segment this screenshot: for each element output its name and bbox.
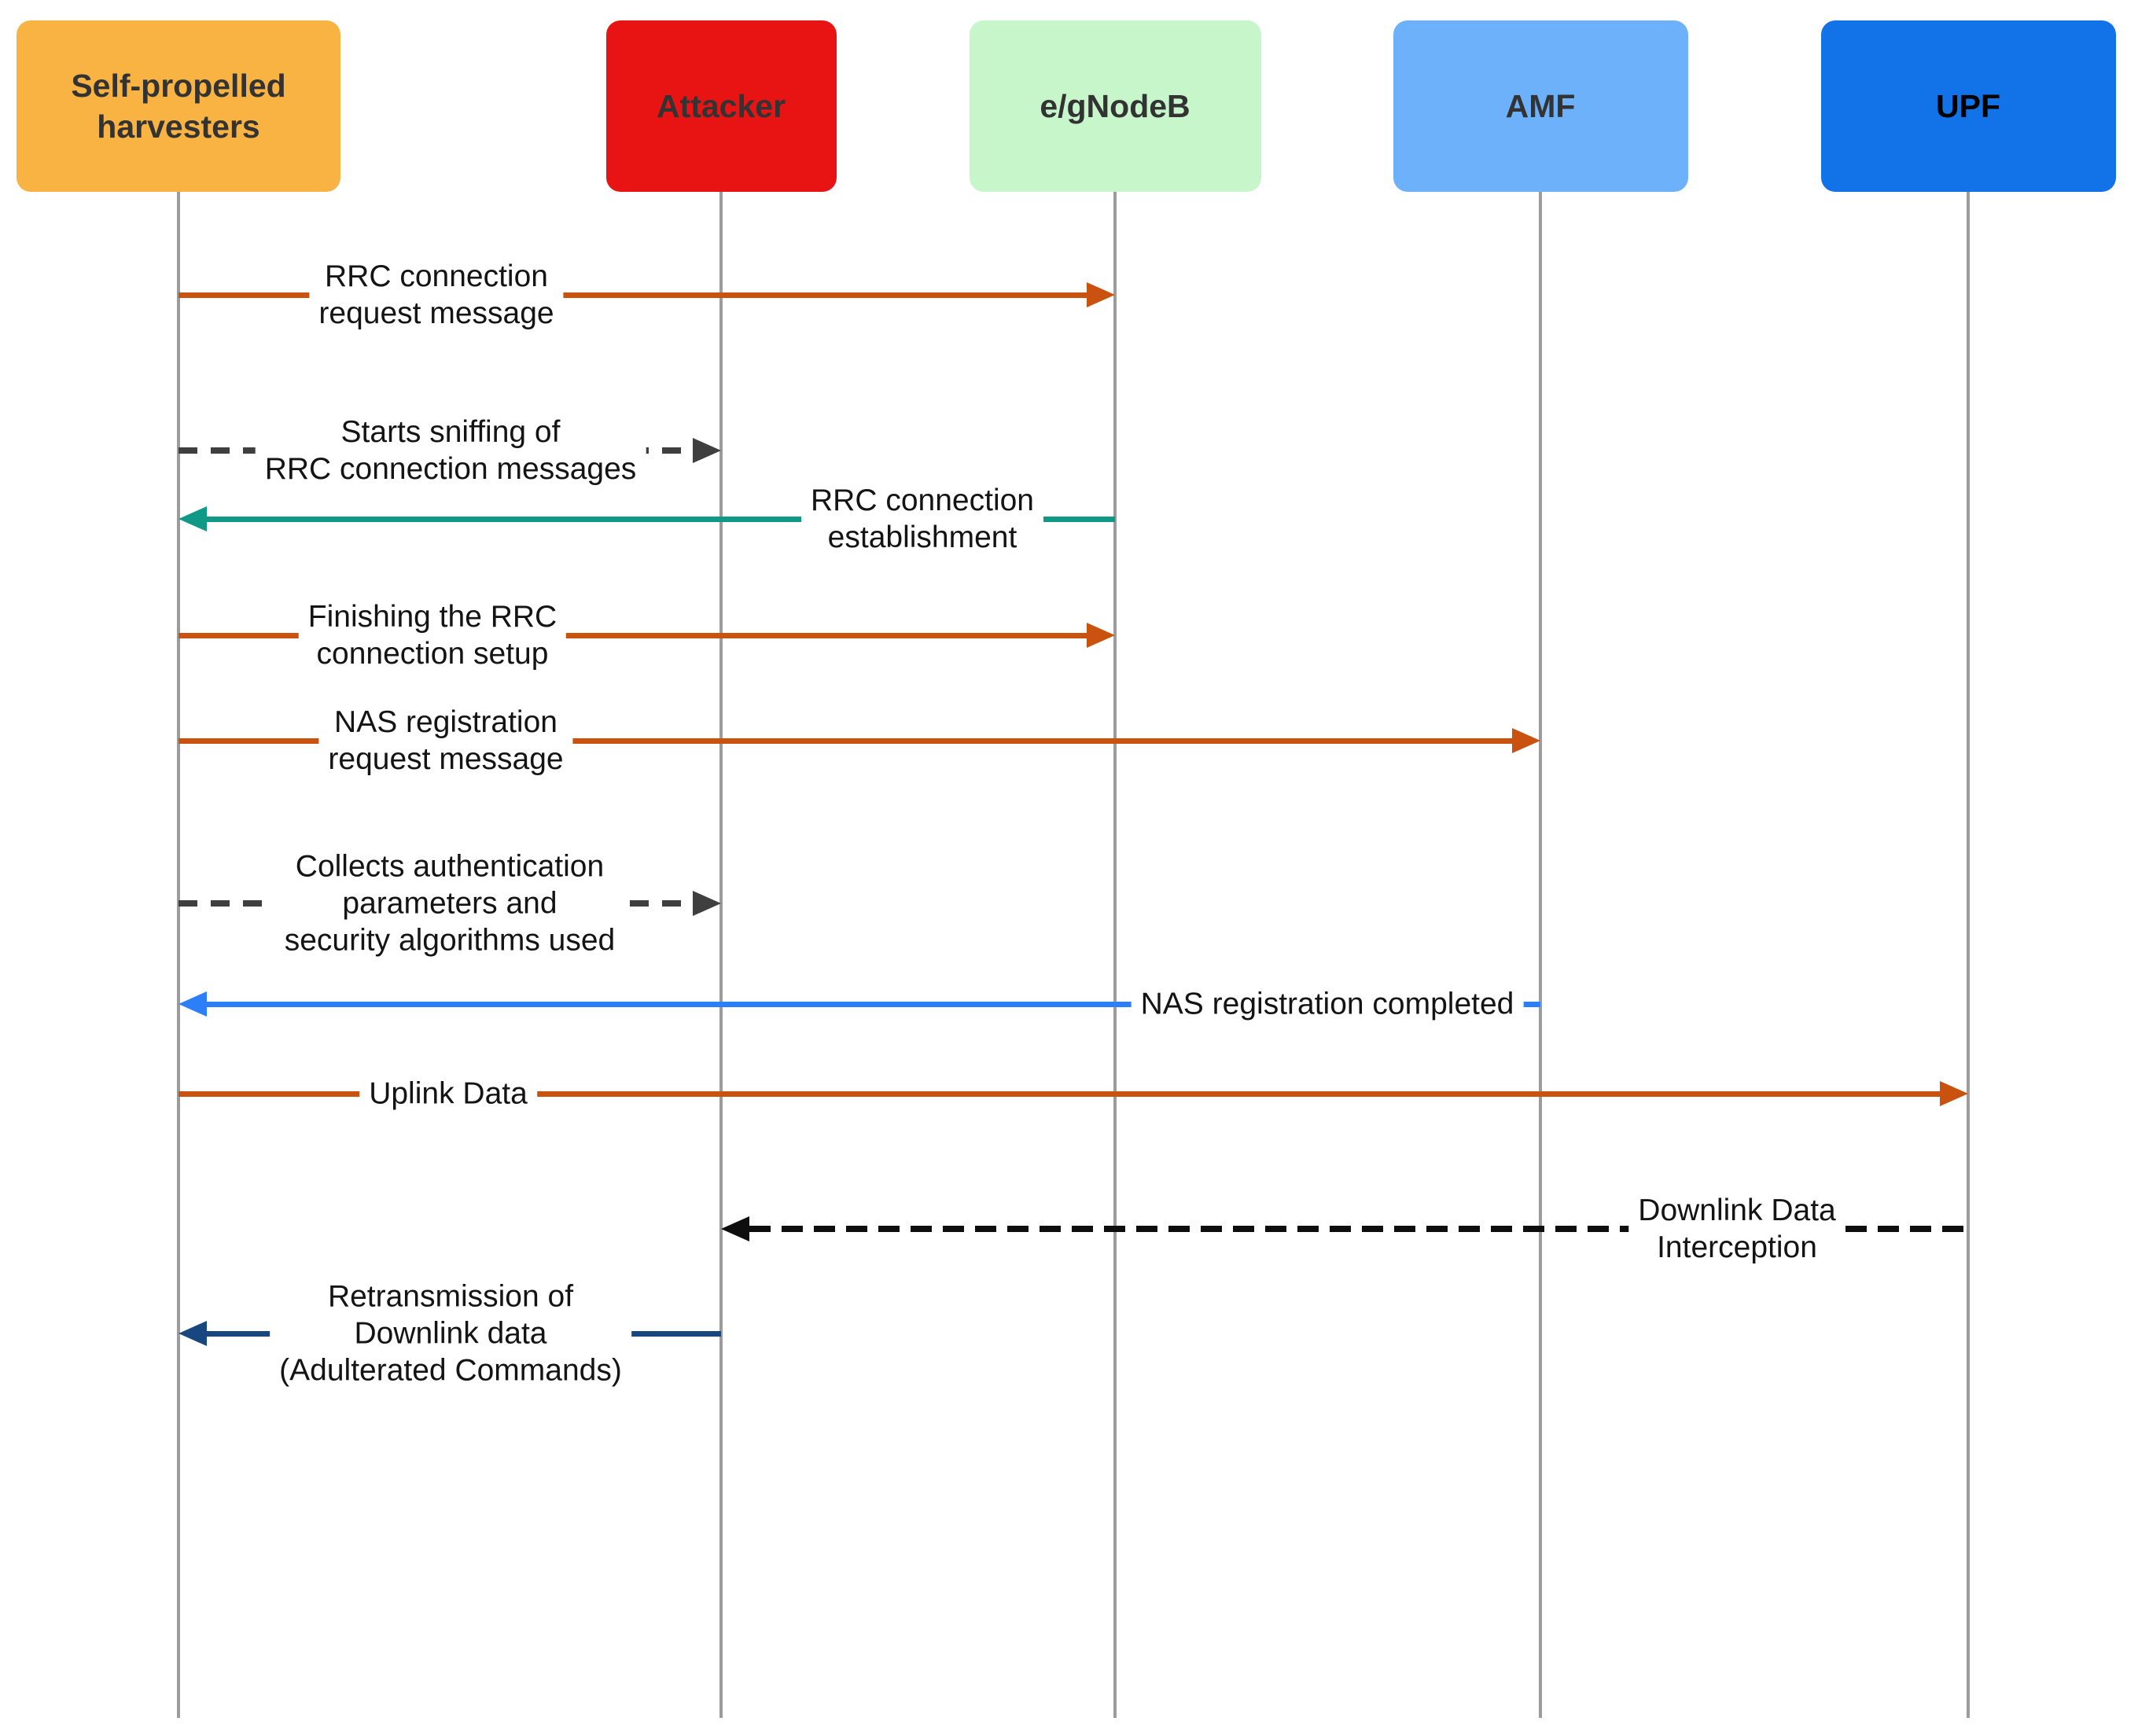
- rrc-connection-request-line: [178, 292, 1087, 298]
- actor-box-attacker: Attacker: [605, 20, 837, 192]
- lifeline-harvesters: [177, 192, 180, 1718]
- actor-label: AMF: [1505, 88, 1576, 124]
- actor-label: Attacker: [656, 88, 786, 124]
- rrc-connection-request-label: RRC connection request message: [309, 256, 564, 333]
- rrc-connection-request-arrowhead: [1087, 282, 1115, 307]
- finishing-rrc-setup-arrowhead: [1087, 623, 1115, 648]
- starts-sniffing-arrowhead: [693, 438, 721, 463]
- downlink-data-interception-label: Downlink Data Interception: [1628, 1190, 1845, 1267]
- collects-auth-parameters-label: Collects authentication parameters and s…: [274, 846, 625, 961]
- rrc-connection-establishment-label: RRC connection establishment: [801, 480, 1043, 557]
- nas-registration-request-line: [178, 738, 1512, 744]
- actor-label: UPF: [1936, 88, 2000, 124]
- lifeline-amf: [1539, 192, 1542, 1718]
- lifeline-egnodeb: [1113, 192, 1117, 1718]
- uplink-data-arrowhead: [1940, 1081, 1968, 1106]
- actor-box-egnodeb: e/gNodeB: [969, 20, 1261, 192]
- actor-label: e/gNodeB: [1040, 88, 1190, 124]
- rrc-connection-establishment-line: [207, 517, 1115, 522]
- lifeline-upf: [1967, 192, 1970, 1718]
- uplink-data-line: [178, 1091, 1940, 1097]
- actor-box-amf: AMF: [1393, 20, 1688, 192]
- actor-box-upf: UPF: [1820, 20, 2116, 192]
- downlink-data-interception-arrowhead: [721, 1216, 749, 1241]
- finishing-rrc-setup-label: Finishing the RRC connection setup: [298, 597, 567, 674]
- rrc-connection-establishment-arrowhead: [178, 506, 207, 531]
- nas-registration-completed-label: NAS registration completed: [1131, 984, 1524, 1024]
- nas-registration-completed-line: [207, 1002, 1540, 1007]
- retransmission-downlink-arrowhead: [178, 1321, 207, 1346]
- nas-registration-request-arrowhead: [1512, 728, 1540, 753]
- finishing-rrc-setup-line: [178, 633, 1087, 638]
- actor-label: Self-propelled harvesters: [71, 68, 286, 145]
- collects-auth-parameters-arrowhead: [693, 891, 721, 916]
- nas-registration-completed-arrowhead: [178, 991, 207, 1017]
- nas-registration-request-label: NAS registration request message: [318, 702, 573, 779]
- uplink-data-label: Uplink Data: [359, 1073, 537, 1114]
- lifeline-attacker: [719, 192, 723, 1718]
- retransmission-downlink-label: Retransmission of Downlink data (Adulter…: [270, 1276, 631, 1391]
- starts-sniffing-label: Starts sniffing of RRC connection messag…: [255, 412, 646, 489]
- downlink-data-interception-line: [749, 1226, 1968, 1232]
- actor-box-harvesters: Self-propelled harvesters: [17, 20, 340, 192]
